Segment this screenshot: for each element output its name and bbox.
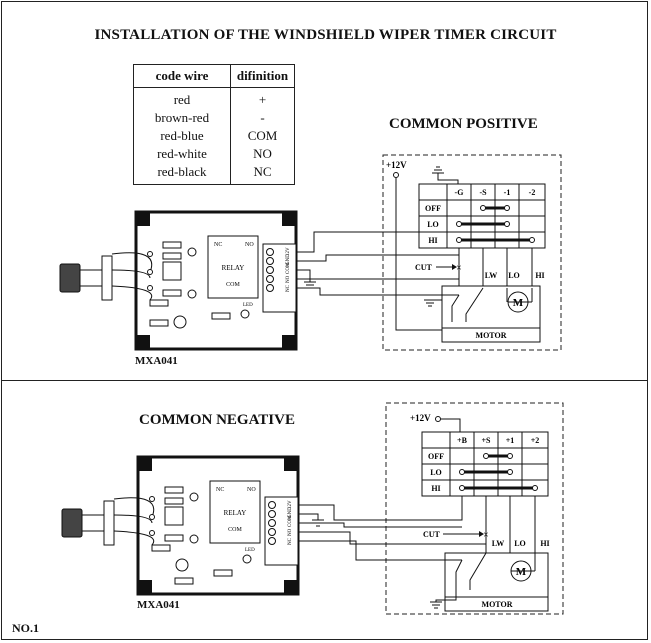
switch-row-label: HI	[428, 236, 437, 245]
terminal-label: 12V	[286, 247, 291, 256]
negative-switch-grid: +B +S +1 +2 OFF LO HI	[421, 431, 549, 497]
code-table-row: red +	[133, 87, 295, 109]
negative-motor-box	[444, 552, 549, 612]
terminal-label: 12V	[288, 500, 293, 509]
code-wire-table: code wire difinition red + brown-red - r…	[133, 64, 295, 185]
negative-supply-label: +12V	[410, 413, 431, 423]
cut-mark-icon: ×	[483, 530, 489, 541]
relay-com-label: COM	[226, 282, 240, 288]
terminal-label: GND	[288, 507, 293, 518]
terminal-label: NO	[288, 528, 293, 536]
terminal-label: NO	[286, 275, 291, 283]
wire-label-lw: LW	[492, 539, 505, 548]
terminal-label: COM	[286, 262, 291, 274]
code-table-row: red-blue COM	[133, 127, 295, 145]
negative-supply-terminal	[435, 416, 441, 422]
page-number: NO.1	[12, 621, 39, 635]
relay-nc-label: NC	[214, 242, 222, 248]
switch-row-label: LO	[430, 468, 442, 477]
switch-col-label: +2	[531, 436, 540, 445]
positive-section: +12V -G -S -1 -2 OFF LO HI	[296, 154, 562, 351]
timer-module-bottom: NC NO RELAY COM 12V GND COM NO NC LED	[61, 455, 300, 596]
code-wire-cell: red-white	[133, 145, 231, 163]
ic-chip	[164, 506, 184, 526]
relay-no-label: NO	[247, 487, 256, 493]
motor-symbol: M	[513, 297, 524, 309]
switch-row-label: HI	[431, 484, 440, 493]
definition-cell: COM	[230, 127, 295, 145]
wire-label-hi: HI	[540, 539, 549, 548]
switch-row-label: OFF	[428, 452, 444, 461]
wire-label-lo: LO	[514, 539, 526, 548]
motor-symbol: M	[516, 566, 527, 578]
relay-nc-label: NC	[216, 487, 224, 493]
page-title: INSTALLATION OF THE WINDSHIELD WIPER TIM…	[94, 27, 557, 43]
switch-col-label: +S	[481, 436, 491, 445]
positive-dashed-box	[382, 154, 562, 351]
ground-icon	[432, 166, 459, 186]
wire-label-lo: LO	[508, 271, 520, 280]
cut-label: CUT	[423, 530, 441, 539]
motor-label: MOTOR	[476, 331, 507, 340]
cut-mark-icon: ×	[456, 263, 462, 274]
switch-col-label: -G	[455, 188, 464, 197]
positive-supply-wire	[395, 178, 442, 331]
common-positive-heading: COMMON POSITIVE	[389, 116, 538, 132]
relay	[207, 235, 259, 299]
negative-section: +12V +B +S +1 +2 OFF LO HI	[298, 402, 564, 615]
code-table-row: red-white NO	[133, 145, 295, 163]
common-negative-heading: COMMON NEGATIVE	[139, 412, 295, 428]
code-table-row: red-black NC	[133, 163, 295, 185]
timer-module-top: NC NO RELAY COM 12V GND COM NO NC LED	[59, 210, 298, 351]
relay-com-label: COM	[228, 527, 242, 533]
potentiometer-knob-icon	[59, 263, 81, 293]
relay	[209, 480, 261, 544]
relay-no-label: NO	[245, 242, 254, 248]
switch-col-label: +1	[506, 436, 515, 445]
ground-icon	[430, 590, 457, 609]
switch-col-label: -S	[479, 188, 487, 197]
terminal-label: GND	[286, 254, 291, 265]
definition-cell: -	[230, 109, 295, 127]
relay-label: RELAY	[222, 264, 245, 272]
negative-dashed-box	[385, 402, 564, 615]
ic-chip	[162, 261, 182, 281]
motor-label: MOTOR	[482, 600, 513, 609]
definition-cell: +	[230, 87, 295, 109]
terminal-label: COM	[288, 515, 293, 527]
led-label: LED	[245, 548, 255, 553]
code-table-header-wire: code wire	[133, 64, 231, 88]
switch-row-label: LO	[427, 220, 439, 229]
code-wire-cell: brown-red	[133, 109, 231, 127]
terminal-label: NC	[286, 284, 291, 292]
switch-col-label: -2	[529, 188, 536, 197]
switch-row-label: OFF	[425, 204, 441, 213]
cut-label: CUT	[415, 263, 433, 272]
ground-icon	[304, 281, 316, 289]
code-table-header-definition: difinition	[230, 64, 295, 88]
module-label-top: MXA041	[135, 355, 178, 367]
ground-icon	[424, 299, 442, 307]
positive-switch-grid: -G -S -1 -2 OFF LO HI	[418, 183, 546, 249]
definition-cell: NO	[230, 145, 295, 163]
code-table-row: brown-red -	[133, 109, 295, 127]
relay-label: RELAY	[224, 509, 247, 517]
led-label: LED	[243, 303, 253, 308]
potentiometer-knob-icon	[61, 508, 83, 538]
positive-supply-terminal	[393, 172, 399, 178]
section-divider	[1, 380, 648, 381]
definition-cell: NC	[230, 163, 295, 185]
terminal-label: NC	[288, 537, 293, 545]
wire-label-hi: HI	[535, 271, 544, 280]
led-icon	[240, 309, 250, 319]
led-icon	[242, 554, 252, 564]
switch-col-label: +B	[457, 436, 468, 445]
positive-supply-label: +12V	[386, 160, 407, 170]
switch-col-label: -1	[504, 188, 511, 197]
wire-label-lw: LW	[485, 271, 498, 280]
module-label-bottom: MXA041	[137, 599, 180, 611]
